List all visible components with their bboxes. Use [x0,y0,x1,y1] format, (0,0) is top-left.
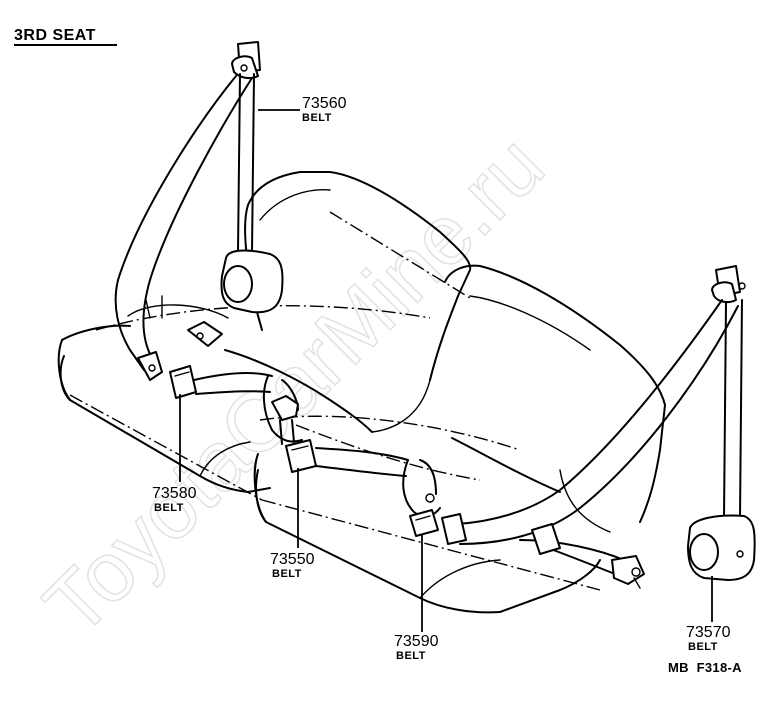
part-number: 73550 [270,551,315,568]
seat-backrest-right [371,264,666,533]
part-number: 73580 [152,485,197,502]
belt-73590 [402,459,441,537]
figure-code: MB F318-A [668,660,742,675]
part-name: BELT [302,112,332,124]
callout-73550: 73550 BELT [270,551,315,580]
callout-73580: 73580 BELT [152,485,197,514]
seat-cushion-left [57,324,373,493]
belt-73560 [114,41,284,381]
part-number: 73570 [686,624,731,641]
leader-lines [179,109,713,632]
part-name: BELT [272,568,302,580]
seat-cushion-right [253,437,601,614]
part-name: BELT [688,641,718,653]
part-number: 73590 [394,633,439,650]
belt-73570 [441,265,756,589]
buckle-73550 [285,439,317,473]
diagram-title: 3RD SEAT [14,27,96,44]
callout-73560: 73560 BELT [302,95,347,124]
part-name: BELT [396,650,426,662]
part-name: BELT [154,502,184,514]
belt-73580 [169,365,303,443]
callout-73570: 73570 BELT [686,624,731,653]
part-number: 73560 [302,95,347,112]
belt-73550 [279,419,409,477]
tongue-73580 [169,365,197,399]
seat-backrest-left [244,171,472,381]
buckle-73590 [409,509,439,537]
callout-73590: 73590 BELT [394,633,439,662]
